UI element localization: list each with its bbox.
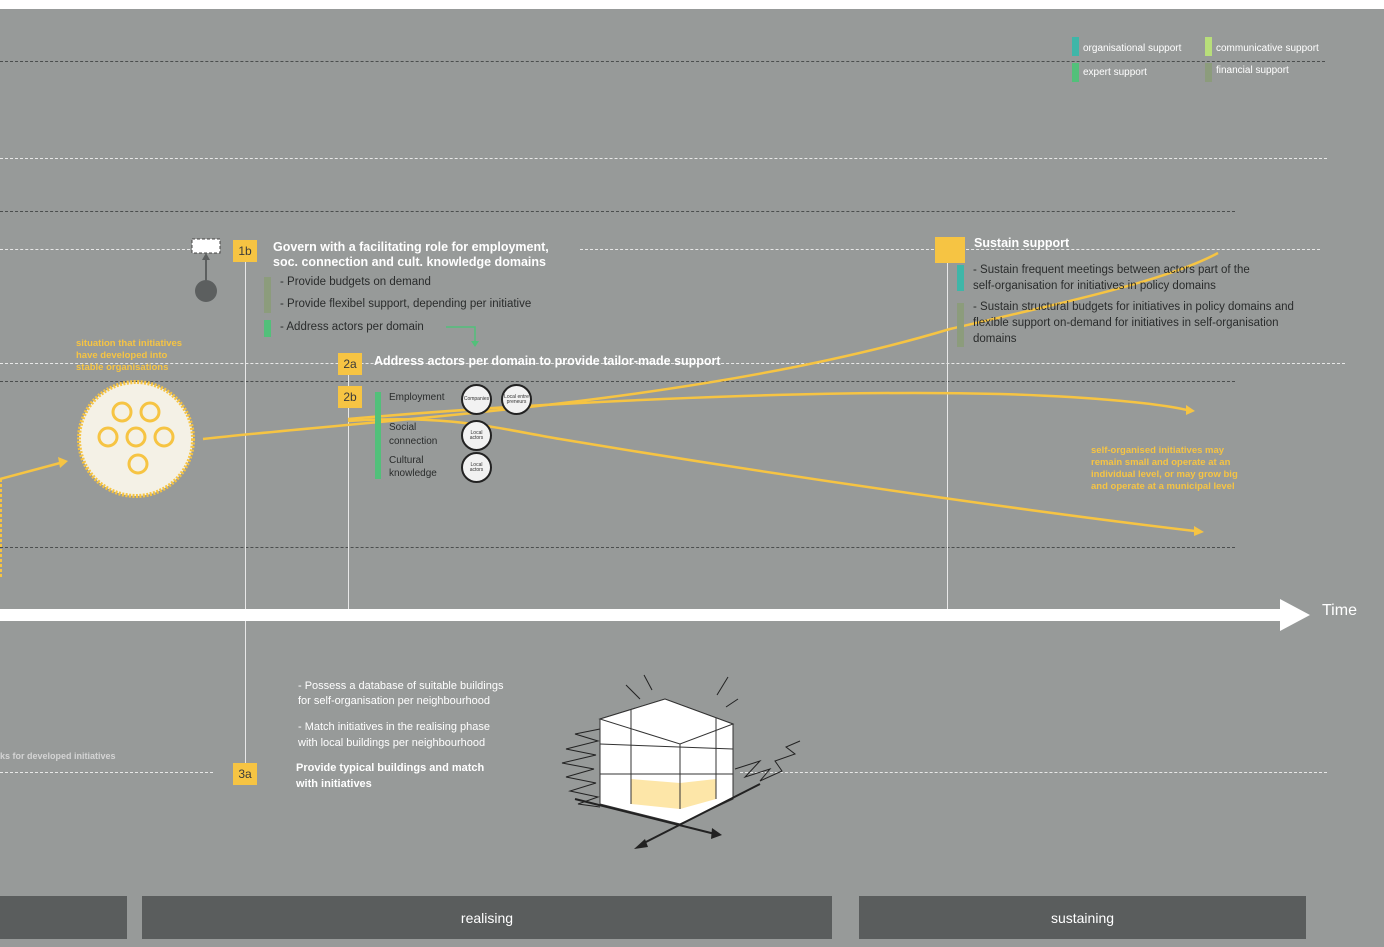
sustain-item2-line1: - Sustain structural budgets for initiat…	[973, 301, 1294, 313]
step-1b-title-line2: soc. connection and cult. knowledge doma…	[273, 255, 546, 269]
pin-icon	[195, 280, 217, 302]
sustain-item1-line2: self-organisation for initiatives in pol…	[973, 280, 1216, 292]
placeholder-box-icon	[191, 238, 221, 254]
guide-line	[0, 61, 1325, 62]
step-3a-item1-line1: - Possess a database of suitable buildin…	[298, 680, 504, 692]
sustain-marker	[935, 237, 965, 263]
phase-bar-previous	[0, 896, 127, 939]
legend-swatch-organisational	[1072, 37, 1079, 56]
time-axis	[0, 609, 1285, 621]
step-badge-3a: 3a	[233, 763, 257, 785]
step-1b-item: - Provide budgets on demand	[280, 276, 431, 288]
situation-label-line3: stable organisations	[76, 362, 169, 373]
step-badge-2b: 2b	[338, 386, 362, 408]
expert-support-marker	[264, 320, 271, 337]
sustain-item2-line2: flexible support on-demand for initiativ…	[973, 317, 1279, 329]
actor-companies: Companies	[461, 384, 492, 415]
domain-cultural-line2: knowledge	[389, 468, 437, 479]
legend-swatch-expert	[1072, 63, 1079, 82]
sustain-title: Sustain support	[974, 236, 1070, 250]
step-badge-1b: 1b	[233, 240, 257, 262]
guide-line	[740, 772, 1327, 773]
step-3a-item2-line1: - Match initiatives in the realising pha…	[298, 721, 490, 733]
step-badge-2a: 2a	[338, 353, 362, 375]
milestone-line-2	[348, 371, 349, 611]
phase-bar-realising: realising	[142, 896, 832, 939]
financial-support-marker	[957, 303, 964, 347]
situation-label-line2: have developed into	[76, 350, 168, 361]
guide-line	[0, 158, 1327, 159]
step-1b-title-line1: Govern with a facilitating role for empl…	[273, 240, 549, 254]
domain-cultural-line1: Cultural	[389, 455, 424, 466]
phase-bar-sustaining: sustaining	[859, 896, 1306, 939]
legend-communicative-support: communicative support	[1216, 43, 1319, 54]
legend-swatch-communicative	[1205, 37, 1212, 56]
domain-social-line2: connection	[389, 436, 438, 447]
outcome-label-line4: and operate at a municipal level	[1091, 481, 1235, 492]
building-icon	[561, 674, 801, 849]
organisational-support-marker	[957, 265, 964, 291]
diagram-canvas: organisational support communicative sup…	[0, 9, 1384, 947]
outcome-label-line3: individual level, or may grow big	[1091, 469, 1238, 480]
guide-line	[0, 381, 1235, 382]
outcome-label-line1: self-organised initiatives may	[1091, 445, 1225, 456]
time-arrow-head	[1280, 599, 1310, 631]
guide-line	[0, 211, 1235, 212]
step-1b-item: - Address actors per domain	[280, 321, 424, 333]
growth-curve-middle	[347, 391, 1188, 421]
diagram-graphics	[0, 238, 1310, 849]
step-3a-item2-line2: with local buildings per neighbourhood	[298, 737, 486, 749]
legend-swatch-financial	[1205, 63, 1212, 82]
financial-support-marker	[264, 277, 271, 313]
step-3a-item1-line2: for self-organisation per neighbourhood	[298, 695, 491, 707]
guide-line	[0, 547, 1235, 548]
sustain-item2-line3: domains	[973, 333, 1017, 345]
outcome-label-line2: remain small and operate at an	[1091, 457, 1231, 468]
legend-expert-support: expert support	[1083, 67, 1147, 78]
step-1b-item: - Provide flexibel support, depending pe…	[280, 298, 532, 310]
step-3a-title-line2: with initiatives	[296, 778, 372, 790]
milestone-line-1b	[245, 259, 246, 769]
expert-support-marker	[375, 392, 381, 479]
cut-off-label: ks for developed initiatives	[0, 751, 116, 761]
growth-curve-upper	[202, 251, 1219, 441]
domain-social-line1: Social	[389, 422, 417, 433]
situation-label-line1: situation that initiatives	[76, 338, 183, 349]
legend-organisational-support: organisational support	[1083, 43, 1182, 54]
step-3a-title-line1: Provide typical buildings and match	[296, 762, 485, 774]
domain-employment: Employment	[389, 392, 445, 403]
milestone-line-sustain	[947, 261, 948, 611]
initiatives-group-icon	[77, 380, 195, 498]
legend-financial-support: financial support	[1216, 65, 1289, 76]
guide-line	[0, 772, 213, 773]
time-axis-label: Time	[1322, 602, 1357, 619]
growth-curve-lower	[347, 417, 1196, 533]
step-2a-title: Address actors per domain to provide tai…	[374, 354, 721, 368]
guide-line	[0, 363, 1345, 364]
sustain-item1-line1: - Sustain frequent meetings between acto…	[973, 264, 1250, 276]
guide-line	[0, 249, 190, 250]
